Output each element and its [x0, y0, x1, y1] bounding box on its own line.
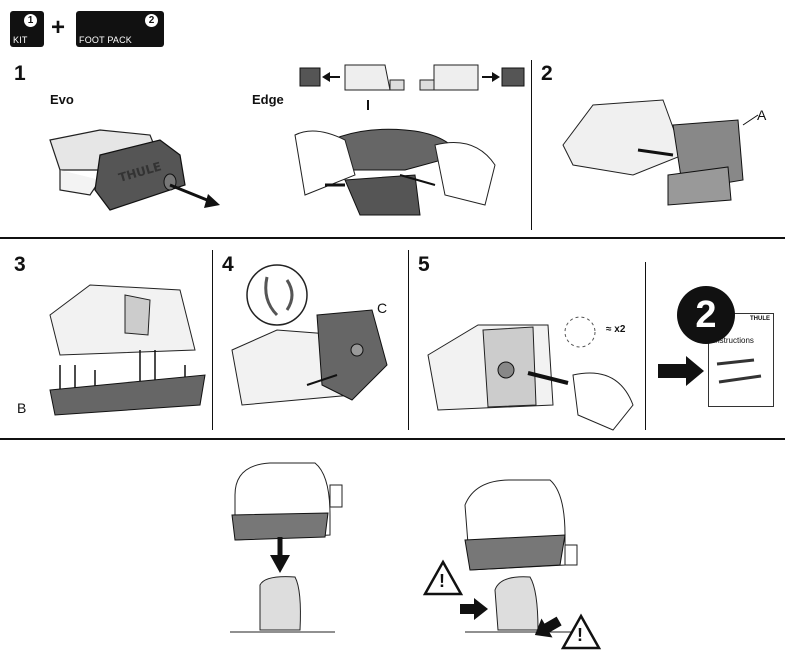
plus-sign: +: [51, 14, 66, 41]
warning-mark: !: [439, 571, 445, 591]
step-3-number: 3: [14, 253, 26, 276]
edge-arrows-illustration: [299, 64, 525, 110]
divider-step4-step5: [408, 250, 409, 430]
correct-fit-illustration: [230, 462, 343, 633]
step-2-number: 2: [541, 62, 553, 85]
hand-icon: [294, 130, 356, 196]
divider-step3-step4: [212, 250, 213, 430]
step2-illustration: [562, 99, 759, 206]
warning-icon: !: [422, 559, 464, 596]
evo-foot-illustration: THULE: [49, 129, 220, 211]
evo-label: Evo: [50, 92, 74, 107]
step3-illustration: [49, 284, 206, 416]
booklet-title: Instructions: [713, 336, 754, 345]
reference-badge: 2: [677, 286, 735, 344]
foot-pack-badge: 2: [145, 14, 158, 27]
step-5-number: 5: [418, 253, 430, 276]
hand-icon: [434, 142, 496, 206]
arrow-icon: [460, 598, 488, 620]
arrow-icon: [270, 555, 290, 573]
step-1-number: 1: [14, 62, 26, 85]
divider-row1: [0, 237, 785, 239]
foot-pack-label: FOOT PACK: [79, 35, 132, 45]
callout-a: A: [757, 107, 767, 123]
reference-arrow: [658, 356, 704, 386]
warning-mark: !: [577, 625, 583, 645]
step-4-number: 4: [222, 253, 234, 276]
foot-pack-box: 2 FOOT PACK: [76, 11, 164, 47]
arrow-icon: [534, 616, 562, 638]
edge-label: Edge: [252, 92, 284, 107]
divider-row2: [0, 438, 785, 440]
divider-step1-step2: [531, 60, 532, 230]
booklet-brand: THULE: [750, 316, 770, 322]
repeat-x2: ≈ x2: [606, 324, 626, 335]
kit-box: 1 KIT: [10, 11, 44, 47]
callout-c: C: [377, 300, 388, 316]
incorrect-fit-illustration: [464, 479, 578, 633]
reference-badge-number: 2: [695, 294, 717, 336]
step4-illustration: [231, 264, 388, 406]
divider-step5-ref: [645, 262, 646, 430]
warning-icon: !: [560, 613, 602, 650]
kit-badge: 1: [24, 14, 37, 27]
callout-b: B: [17, 400, 27, 416]
edge-hands-illustration: [294, 128, 496, 216]
arrow-icon: [204, 194, 220, 208]
step5-illustration: [427, 316, 634, 431]
kit-label: KIT: [13, 35, 28, 45]
hand-icon: [572, 372, 634, 431]
